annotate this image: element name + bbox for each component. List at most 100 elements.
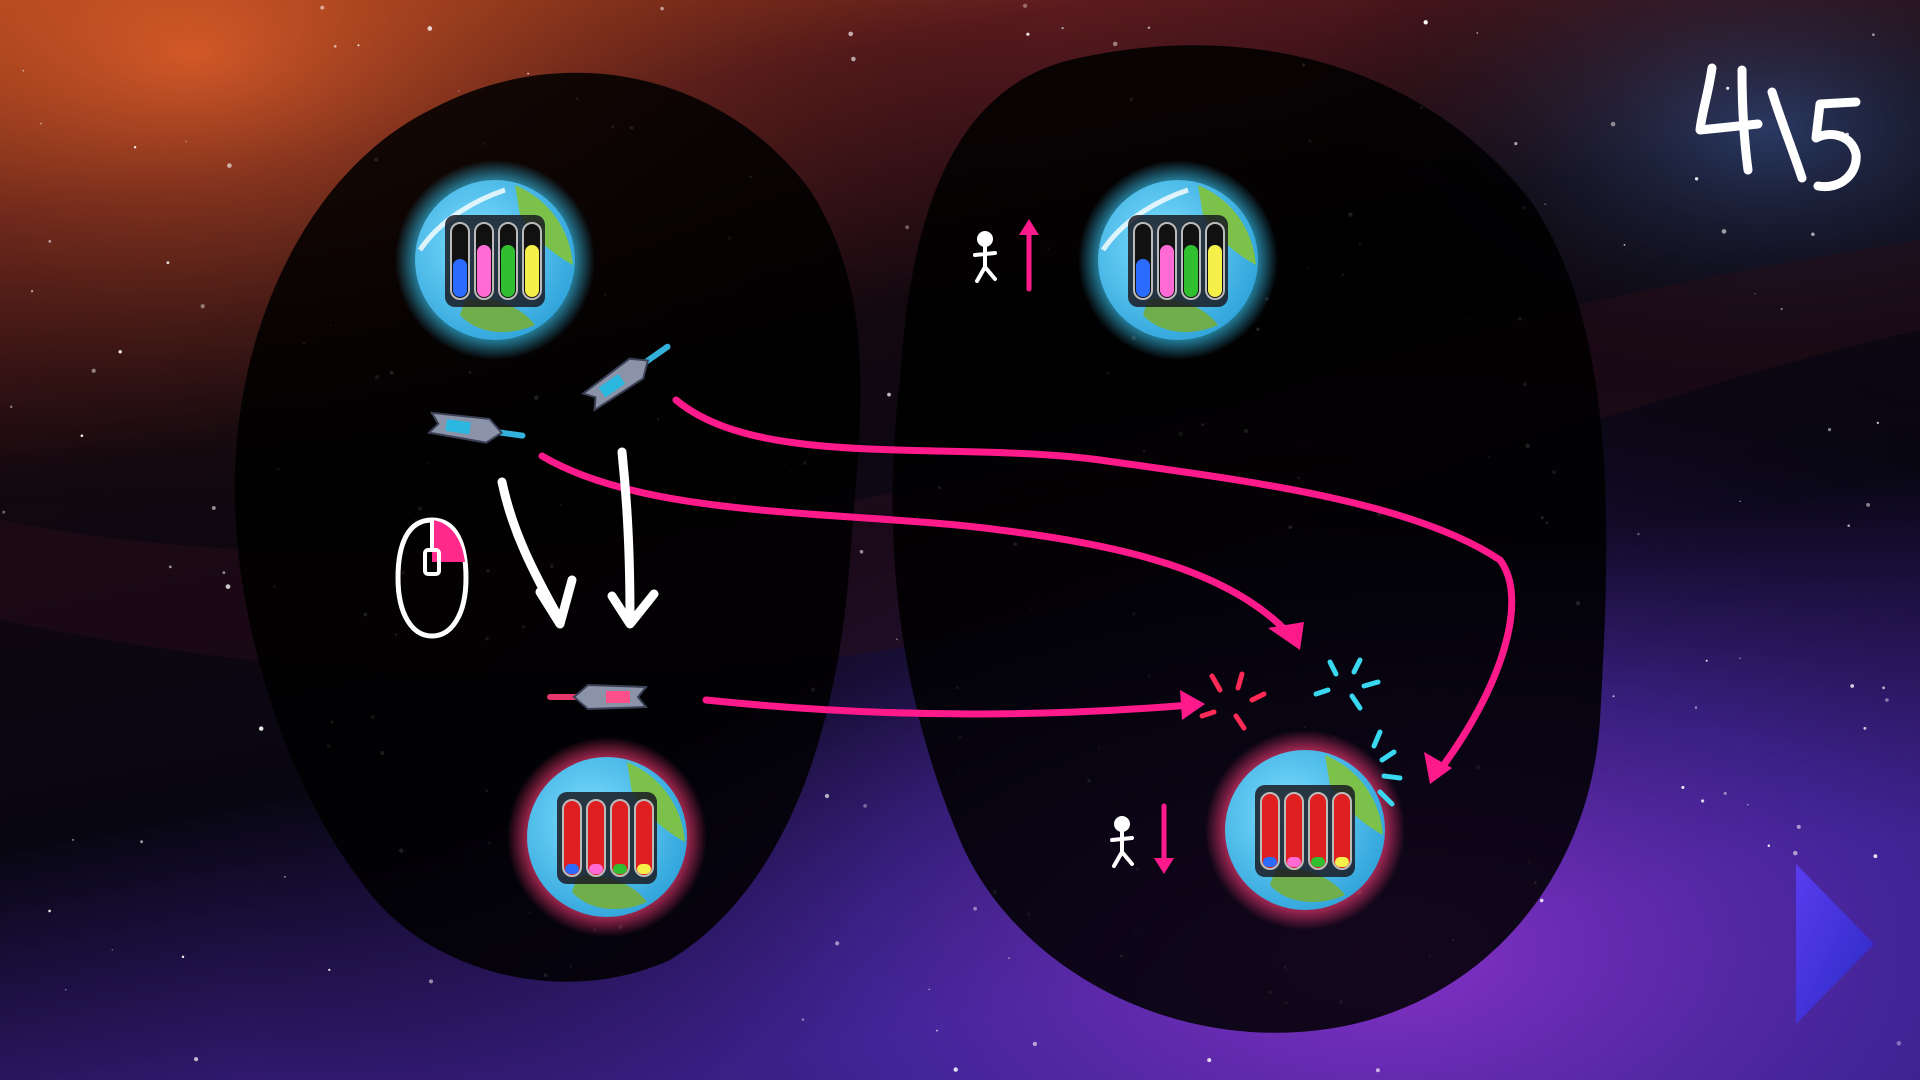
planet-top-left[interactable] <box>395 160 595 360</box>
star <box>118 350 122 354</box>
star <box>222 571 226 574</box>
star <box>2 510 6 514</box>
page-current-digit <box>1695 63 1763 175</box>
star <box>48 909 51 913</box>
star <box>72 839 74 841</box>
star <box>30 290 34 293</box>
planet-top-right[interactable] <box>1078 160 1278 360</box>
star <box>168 565 172 569</box>
star <box>1610 121 1616 127</box>
hit-sparks-cyan <box>1313 657 1403 807</box>
star <box>1780 307 1783 311</box>
population-person-icon <box>973 231 997 283</box>
star <box>133 146 137 149</box>
star <box>1026 32 1030 36</box>
star <box>1032 1041 1038 1047</box>
star <box>185 140 187 143</box>
star <box>1681 785 1685 789</box>
star <box>1694 706 1698 709</box>
next-page-triangle-icon <box>1796 864 1874 1024</box>
star <box>1544 203 1546 205</box>
star <box>824 793 830 799</box>
star <box>905 225 910 230</box>
star <box>1767 844 1771 847</box>
hit-sparks-red <box>1199 671 1267 731</box>
star <box>848 31 854 37</box>
left-shadow-blob <box>234 72 861 982</box>
star <box>1885 698 1889 702</box>
star <box>1022 3 1028 8</box>
arrowhead <box>1268 622 1304 650</box>
star <box>225 584 231 589</box>
star <box>1008 957 1011 960</box>
handwritten-page-counter <box>1695 63 1861 192</box>
star <box>1112 41 1118 47</box>
star <box>194 1057 199 1062</box>
star <box>1882 686 1886 690</box>
star <box>22 69 25 72</box>
star <box>211 506 216 510</box>
star <box>1423 20 1428 25</box>
star <box>227 163 232 168</box>
page-separator <box>1767 87 1807 183</box>
planet-bottom-left[interactable] <box>507 737 707 937</box>
planet-cloud <box>1100 187 1189 252</box>
star <box>1847 524 1850 527</box>
star <box>835 941 840 946</box>
arrowhead <box>1424 752 1452 784</box>
star <box>457 90 460 92</box>
friendly-spaceship <box>580 343 671 412</box>
star <box>1793 850 1798 856</box>
page-total-digit <box>1811 97 1861 192</box>
star <box>1705 659 1708 662</box>
star <box>1623 243 1626 246</box>
star <box>973 906 978 911</box>
population-indicator-up <box>973 219 1039 292</box>
star <box>1694 177 1699 181</box>
population-up-arrow-icon <box>1019 219 1039 292</box>
star <box>801 1018 805 1021</box>
attack-arrow-short <box>702 696 1194 718</box>
star <box>1539 898 1544 903</box>
star <box>887 392 891 397</box>
star <box>40 122 43 125</box>
star <box>896 638 898 640</box>
next-page-button[interactable] <box>1790 860 1880 1030</box>
arrowhead <box>1180 690 1205 720</box>
star <box>166 261 170 265</box>
star <box>1850 684 1855 688</box>
star <box>953 1067 958 1072</box>
star <box>1721 229 1727 234</box>
friendly-spaceship <box>426 411 526 444</box>
star <box>80 434 84 438</box>
mouse-left-click-icon <box>395 517 469 639</box>
star <box>427 26 433 31</box>
star <box>527 72 529 75</box>
star <box>928 988 930 991</box>
star <box>1811 232 1815 237</box>
planet-bottom-right[interactable] <box>1205 730 1405 930</box>
attack-arrows <box>538 396 1516 774</box>
star <box>320 5 325 10</box>
attack-arrow-mid <box>538 452 1294 639</box>
star <box>1747 804 1749 806</box>
star <box>1876 421 1879 425</box>
star <box>1701 799 1705 803</box>
star <box>1612 695 1615 698</box>
attack-arrowheads <box>1180 622 1452 784</box>
star <box>1873 854 1878 859</box>
star <box>1866 502 1871 507</box>
select-arrows <box>497 447 659 629</box>
star <box>1872 33 1875 37</box>
star <box>140 840 144 844</box>
color-vials-icon <box>1255 785 1355 877</box>
star <box>1896 1041 1902 1046</box>
star <box>1723 791 1727 795</box>
star <box>863 804 867 808</box>
star <box>1147 26 1151 30</box>
star <box>428 979 434 984</box>
population-down-arrow-icon <box>1154 803 1174 874</box>
star <box>333 44 337 48</box>
star <box>91 368 96 373</box>
